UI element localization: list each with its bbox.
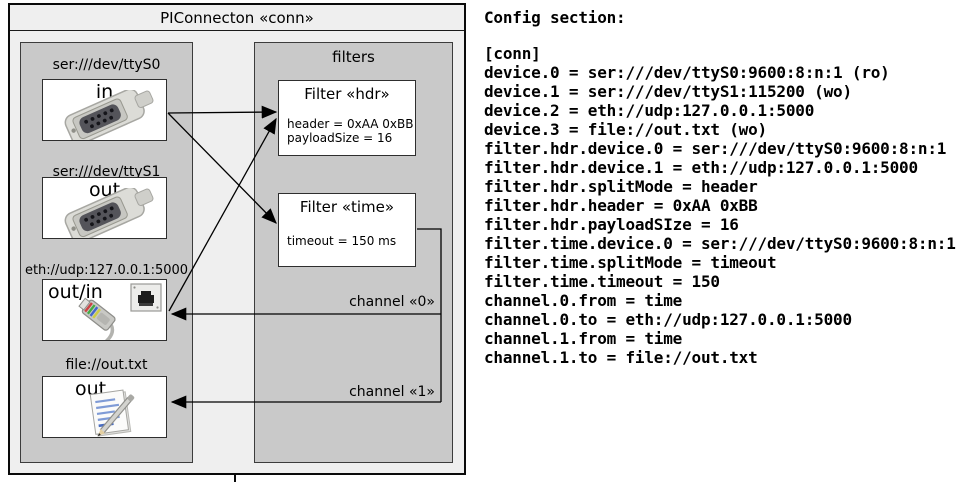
device-direction: in [95, 81, 114, 103]
config-line: [conn] [484, 44, 541, 63]
config-line: filter.time.splitMode = timeout [484, 253, 777, 272]
device-box-file: out [42, 376, 167, 438]
ethernet-jack-icon [130, 283, 162, 312]
config-line: filter.hdr.header = 0xAA 0xBB [484, 196, 758, 215]
filters-panel-title: filters [332, 48, 375, 66]
config-section: Config section: [conn] device.0 = ser://… [484, 8, 962, 367]
notepad-icon [89, 389, 135, 437]
connector-diagram: PIConnecton «conn» ser:///dev/ttyS0 in [8, 3, 466, 475]
config-line: filter.hdr.device.0 = ser:///dev/ttyS0:9… [484, 139, 947, 158]
serial-connector-image [64, 90, 154, 140]
filter-time-attr-timeout: timeout = 150 ms [287, 234, 397, 248]
device-box-eth: out/in [42, 279, 167, 341]
config-line: device.2 = eth://udp:127.0.0.1:5000 [484, 101, 815, 120]
filter-box-hdr: Filter «hdr» header = 0xAA 0xBB payloadS… [278, 80, 416, 156]
filter-hdr-attr-payloadsize: payloadSize = 16 [287, 131, 393, 145]
devices-panel: ser:///dev/ttyS0 in [20, 42, 193, 463]
device-label-file: file://out.txt [65, 357, 148, 373]
config-line: channel.0.to = eth://udp:127.0.0.1:5000 [484, 310, 852, 329]
device-direction: out/in [48, 281, 103, 303]
diagram-title: PIConnecton «conn» [160, 9, 314, 27]
config-line: channel.0.from = time [484, 291, 683, 310]
config-line: filter.hdr.splitMode = header [484, 177, 758, 196]
device-label-ttys0: ser:///dev/ttyS0 [52, 57, 161, 73]
config-line: device.1 = ser:///dev/ttyS1:115200 (wo) [484, 82, 852, 101]
config-line: filter.hdr.payloadSIze = 16 [484, 215, 739, 234]
filter-time-title: Filter «time» [299, 198, 395, 216]
config-line: filter.time.timeout = 150 [484, 272, 720, 291]
filter-box-time: Filter «time» timeout = 150 ms [278, 193, 416, 267]
config-line: filter.time.device.0 = ser:///dev/ttyS0:… [484, 234, 956, 253]
channel-0-label: channel «0» [349, 294, 435, 310]
title-separator [10, 30, 464, 31]
filter-hdr-title: Filter «hdr» [304, 85, 390, 103]
config-heading: Config section: [484, 8, 626, 27]
config-line: device.3 = file://out.txt (wo) [484, 120, 767, 139]
filter-hdr-attr-header: header = 0xAA 0xBB [287, 117, 414, 131]
device-label-ttys1: ser:///dev/ttyS1 [52, 164, 161, 180]
device-box-ttys1: out [42, 177, 167, 239]
ethernet-plug-icon [78, 297, 116, 340]
config-line: device.0 = ser:///dev/ttyS0:9600:8:n:1 (… [484, 63, 890, 82]
border-tick [234, 475, 236, 482]
device-box-ttys0: in [42, 79, 167, 141]
channel-1-label: channel «1» [349, 384, 435, 400]
config-line: channel.1.from = time [484, 329, 683, 348]
config-lines: [conn] device.0 = ser:///dev/ttyS0:9600:… [484, 44, 962, 367]
config-line: channel.1.to = file://out.txt [484, 348, 758, 367]
filters-panel: filters Filter «hdr» header = 0xAA 0xBB … [254, 42, 453, 463]
config-line: filter.hdr.device.1 = eth://udp:127.0.0.… [484, 158, 918, 177]
serial-connector-image [64, 188, 154, 238]
device-label-eth: eth://udp:127.0.0.1:5000 [24, 263, 189, 278]
